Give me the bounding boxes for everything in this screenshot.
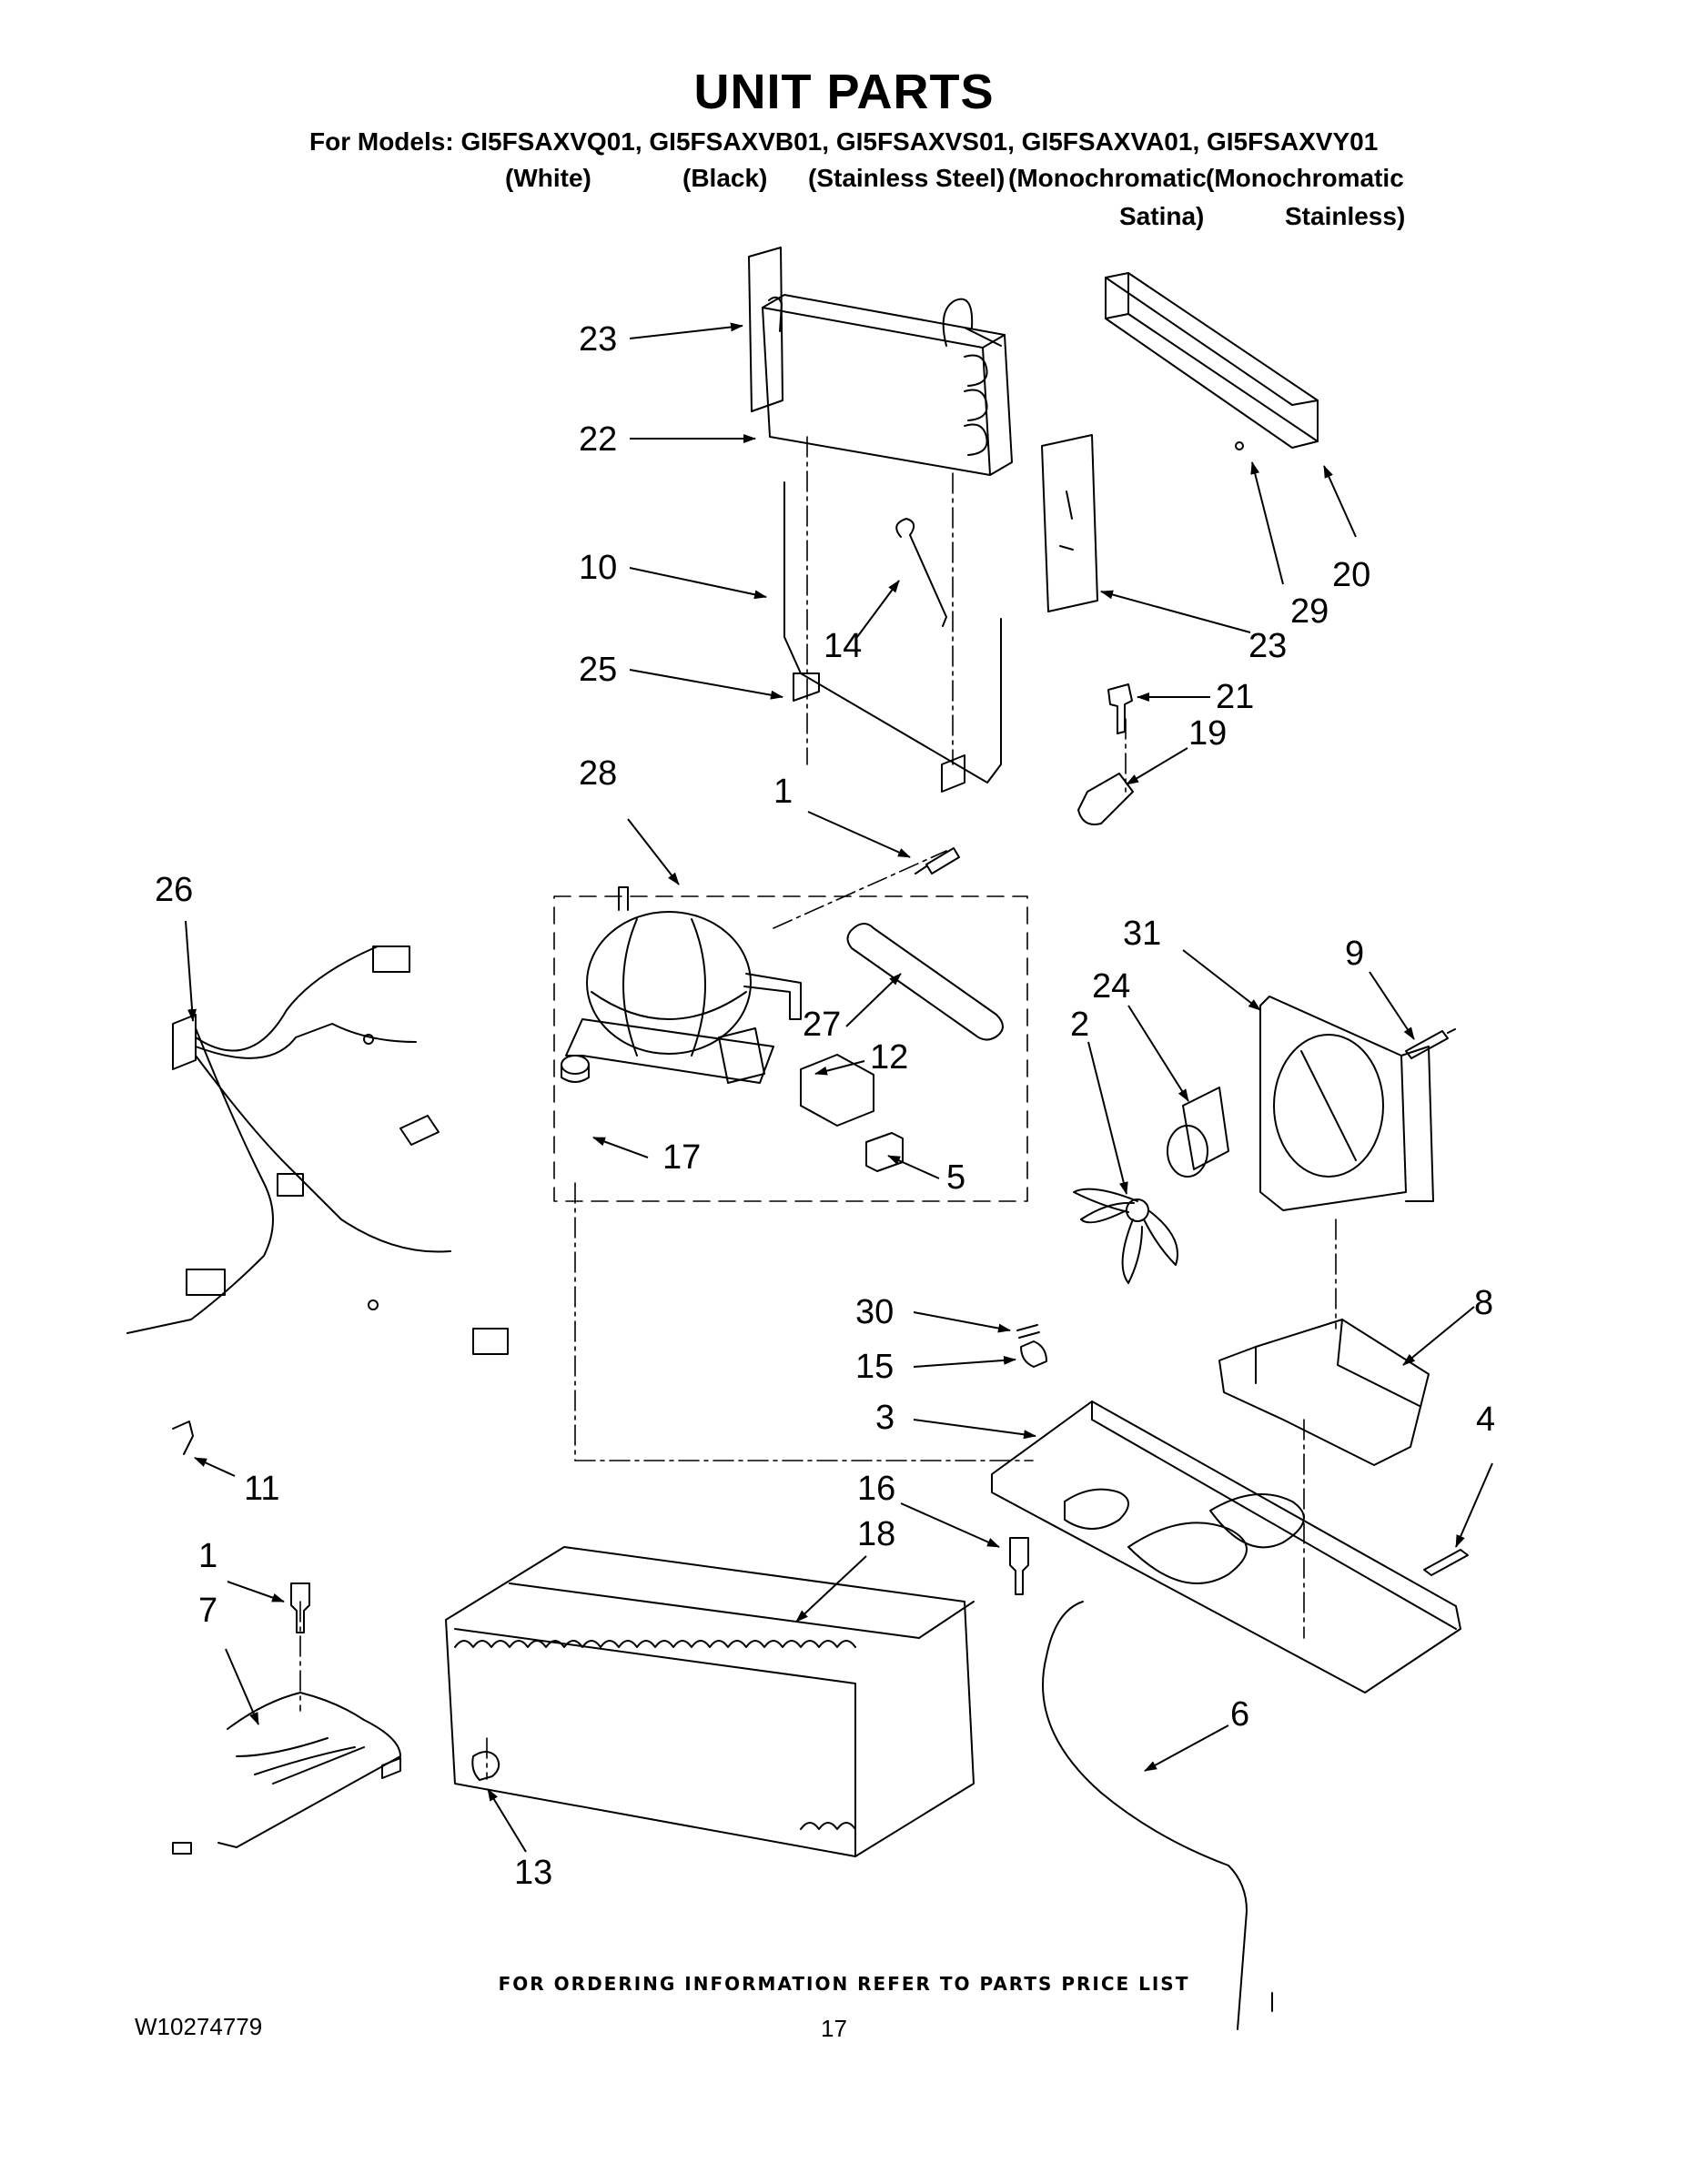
- spacer-illustration: [1016, 1324, 1040, 1339]
- screw-illustration-9: [1405, 1028, 1456, 1059]
- drain-heater-illustration: [783, 481, 1002, 793]
- callout-6-tube: 6: [1230, 1695, 1249, 1734]
- color-label-monochromatic-2: (Monochromatic: [1206, 164, 1404, 192]
- callout-19-bracket: 19: [1188, 714, 1227, 753]
- page-title: UNIT PARTS: [693, 65, 995, 119]
- callout-23-evaporator-bracket: 23: [579, 320, 617, 359]
- color-label-satina: Satina): [1119, 202, 1205, 230]
- callout-21-screw: 21: [1216, 678, 1254, 716]
- callout-14-thermistor: 14: [824, 627, 862, 665]
- color-label-white: (White): [505, 164, 591, 192]
- callout-31-fan-shroud: 31: [1123, 915, 1161, 953]
- condenser-illustration: [445, 1546, 975, 1857]
- screw-illustration: [1107, 683, 1133, 734]
- fan-blade-illustration: [1073, 1188, 1178, 1284]
- drain-pan-illustration: [1105, 272, 1319, 450]
- grommet-illustration: [561, 1055, 590, 1075]
- callout-20-drain-pan: 20: [1332, 556, 1370, 594]
- base-pan-illustration: [991, 1400, 1461, 1694]
- callout-12-relay: 12: [870, 1038, 908, 1077]
- wire-harness-illustration: [126, 945, 509, 1355]
- callout-13-clip: 13: [514, 1854, 552, 1892]
- callout-4-screw: 4: [1476, 1400, 1495, 1439]
- callout-23-bracket: 23: [1248, 627, 1287, 665]
- drier-illustration: [846, 923, 1004, 1041]
- callout-17-grommet: 17: [662, 1138, 701, 1177]
- callout-1-screw: 1: [198, 1537, 217, 1575]
- thermistor-illustration: [895, 518, 947, 627]
- callout-9-screw: 9: [1345, 935, 1364, 973]
- relay-illustration: [800, 1054, 874, 1127]
- callout-22-evaporator: 22: [579, 420, 617, 459]
- color-label-monochromatic-1: (Monochromatic: [1008, 164, 1207, 192]
- callout-18-condenser: 18: [857, 1515, 895, 1553]
- callout-11-wire: 11: [244, 1470, 279, 1508]
- fan-motor-illustration: [1182, 1087, 1229, 1170]
- harness-7-illustration: [172, 1582, 401, 1855]
- callout-7-harness: 7: [198, 1592, 217, 1630]
- color-label-stainless-2: Stainless): [1285, 202, 1406, 230]
- callout-3-base-pan: 3: [875, 1399, 895, 1437]
- callout-24-fan-motor: 24: [1092, 967, 1130, 1006]
- grommet-illustration-15: [1020, 1340, 1047, 1368]
- screw-illustration-16: [1009, 1537, 1029, 1595]
- compressor-illustration: [565, 886, 802, 1084]
- callout-25: 25: [579, 651, 617, 689]
- wire-illustration: [172, 1421, 194, 1455]
- mount-bracket-illustration: [1218, 1319, 1430, 1466]
- tube-illustration: [1042, 1601, 1273, 2030]
- callout-10-drain-heater: 10: [579, 549, 617, 587]
- evaporator-illustration: [748, 247, 1098, 612]
- color-label-black: (Black): [682, 164, 768, 192]
- ordering-note: FOR ORDERING INFORMATION REFER TO PARTS …: [498, 1973, 1190, 1995]
- callout-30-spacer: 30: [855, 1293, 894, 1331]
- callout-5-overload: 5: [946, 1158, 965, 1197]
- callout-2-fan-blade: 2: [1070, 1006, 1089, 1044]
- callout-15-grommet: 15: [855, 1348, 894, 1386]
- bracket-illustration: [1077, 773, 1134, 825]
- overload-illustration: [865, 1132, 904, 1172]
- color-label-stainless: (Stainless Steel): [808, 164, 1006, 192]
- callout-27-drier: 27: [803, 1006, 841, 1044]
- callout-8-mount-bracket: 8: [1474, 1284, 1493, 1322]
- screw-illustration-4: [1423, 1549, 1469, 1576]
- page-number: 17: [821, 2015, 847, 2042]
- callout-29: 29: [1290, 592, 1329, 631]
- callout-26-wire-harness: 26: [155, 871, 193, 909]
- callout-16-screw: 16: [857, 1470, 895, 1508]
- callout-28-compressor: 28: [579, 754, 617, 793]
- models-line: For Models: GI5FSAXVQ01, GI5FSAXVB01, GI…: [309, 127, 1379, 156]
- fan-shroud-illustration: [1259, 996, 1434, 1211]
- bolt-illustration: [915, 847, 960, 875]
- clip-illustration: [471, 1751, 500, 1781]
- document-number: W10274779: [135, 2013, 263, 2040]
- callout-1-bolt: 1: [773, 773, 793, 811]
